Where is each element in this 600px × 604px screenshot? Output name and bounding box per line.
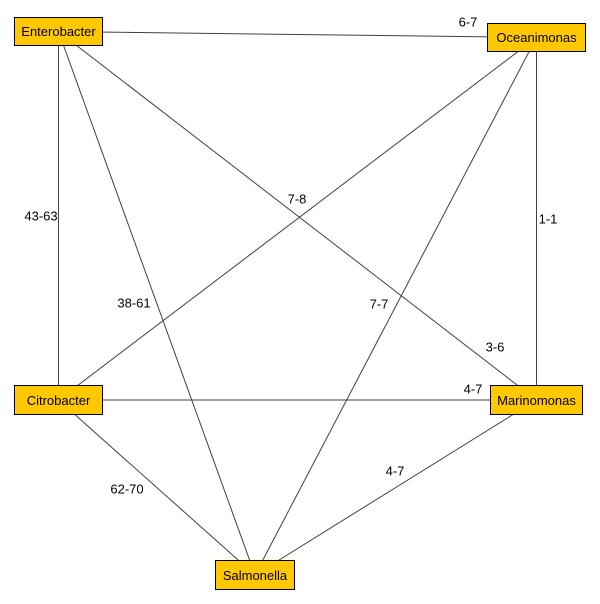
edge-label-oceanimonas-marinomonas: 1-1 bbox=[538, 211, 558, 227]
edge-label-enterobacter-citrobacter: 43-63 bbox=[24, 208, 58, 224]
edge-oceanimonas-citrobacter bbox=[58, 37, 537, 401]
edge-label-enterobacter-marinomonas: 3-6 bbox=[485, 339, 505, 355]
edge-label-enterobacter-oceanimonas: 6-7 bbox=[458, 14, 478, 30]
node-citrobacter[interactable]: Citrobacter bbox=[14, 385, 103, 415]
edge-marinomonas-salmonella bbox=[254, 399, 537, 576]
node-salmonella[interactable]: Salmonella bbox=[215, 560, 295, 590]
edge-label-enterobacter-salmonella: 38-61 bbox=[117, 295, 151, 311]
node-oceanimonas[interactable]: Oceanimonas bbox=[487, 23, 586, 52]
edge-label-citrobacter-salmonella: 62-70 bbox=[110, 481, 144, 497]
edge-oceanimonas-salmonella bbox=[254, 37, 537, 576]
edge-label-oceanimonas-salmonella: 7-7 bbox=[369, 296, 389, 312]
edge-enterobacter-oceanimonas bbox=[58, 31, 537, 38]
node-marinomonas[interactable]: Marinomonas bbox=[490, 385, 583, 415]
edge-label-oceanimonas-citrobacter: 7-8 bbox=[287, 191, 307, 207]
edge-citrobacter-salmonella bbox=[58, 399, 256, 576]
edge-enterobacter-marinomonas bbox=[58, 31, 537, 401]
edge-label-marinomonas-salmonella: 4-7 bbox=[385, 463, 405, 479]
node-enterobacter[interactable]: Enterobacter bbox=[14, 17, 103, 46]
edge-label-citrobacter-marinomonas: 4-7 bbox=[463, 381, 483, 397]
edge-enterobacter-salmonella bbox=[58, 31, 256, 576]
